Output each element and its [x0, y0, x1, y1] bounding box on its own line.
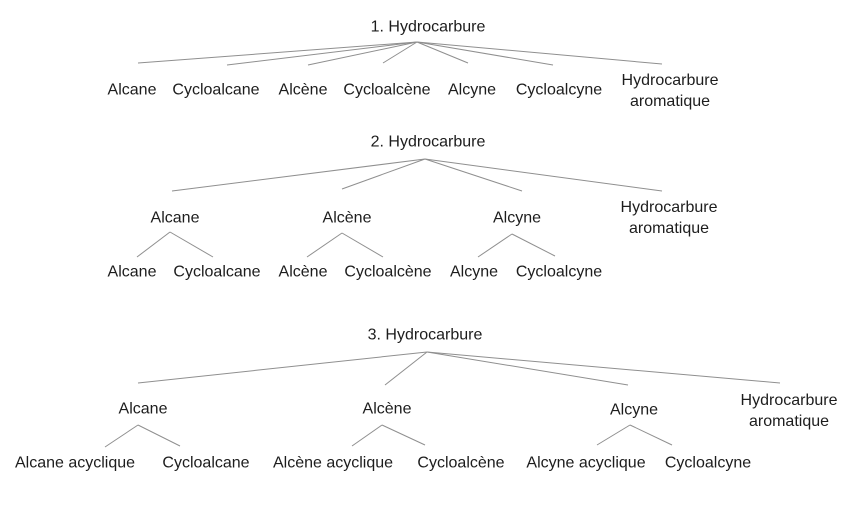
t1-edge-alcene	[307, 41, 418, 66]
tree1-child-cycloalcane: Cycloalcane	[172, 81, 260, 99]
t1-edge-cycloalcene	[382, 41, 418, 64]
t1-edge-alcyne	[416, 41, 469, 64]
t1-edge-aromatique	[416, 41, 663, 65]
tree3-branch-alcyne: Alcyne	[609, 401, 659, 419]
t3-edge-alcane	[137, 351, 428, 384]
tree2-leaf-cycloalcyne: Cycloalcyne	[515, 263, 603, 281]
t3-edge-alcene	[384, 351, 428, 386]
t2-edge-alcyne	[424, 158, 523, 192]
tree3-leaf-cycloalcene: Cycloalcène	[417, 454, 505, 472]
t1-edge-cycloalcane	[226, 41, 418, 66]
tree3-leaf-cycloalcyne: Cycloalcyne	[664, 454, 752, 472]
tree2-leaf-alcane: Alcane	[107, 263, 157, 281]
t2-edge-aromatique	[424, 158, 663, 192]
tree2-leaf-cycloalcane: Cycloalcane	[173, 263, 261, 281]
tree1-child-cycloalcene: Cycloalcène	[343, 81, 431, 99]
t2-subedge-alcane-1	[136, 231, 171, 258]
tree2-branch-alcene: Alcène	[322, 209, 372, 227]
t3-edge-aromatique	[426, 351, 781, 384]
t2-edge-alcane	[171, 158, 426, 192]
tree2-leaf-cycloalcene: Cycloalcène	[344, 263, 432, 281]
tree1-child-alcene: Alcène	[278, 81, 328, 99]
tree1-title: 1. Hydrocarbure	[370, 18, 486, 36]
t2-subedge-alcyne-1	[477, 233, 513, 258]
tree2-branch-alcane: Alcane	[150, 209, 200, 227]
tree1-child-alcyne: Alcyne	[447, 81, 497, 99]
t2-subedge-alcyne-2	[511, 233, 556, 257]
tree2-leaf-alcyne: Alcyne	[449, 263, 499, 281]
tree1-child-cycloalcyne: Cycloalcyne	[515, 81, 603, 99]
tree3-leaf-alcene-acyclique: Alcène acyclique	[272, 454, 394, 472]
t2-subedge-alcene-2	[341, 232, 384, 258]
tree1-child-hydrocarbure-aromatique: Hydrocarbure aromatique	[621, 72, 719, 110]
tree2-title: 2. Hydrocarbure	[370, 133, 486, 151]
t1-edge-cycloalcyne	[416, 41, 554, 66]
t1-edge-alcane	[137, 41, 418, 64]
tree3-branch-alcene: Alcène	[362, 400, 412, 418]
tree3-branch-alcane: Alcane	[118, 400, 168, 418]
t3-edge-alcyne	[426, 351, 629, 386]
t3-subedge-alcyne-2	[629, 424, 673, 446]
tree3-title: 3. Hydrocarbure	[367, 326, 483, 344]
tree3-leaf-alcane-acyclique: Alcane acyclique	[14, 454, 136, 472]
t3-subedge-alcane-1	[104, 424, 139, 448]
t3-subedge-alcene-2	[381, 424, 426, 446]
tree2-branch-alcyne: Alcyne	[492, 209, 542, 227]
tree2-branch-hydrocarbure-aromatique: Hydrocarbure aromatique	[620, 199, 718, 237]
tree2-leaf-alcene: Alcène	[278, 263, 328, 281]
t2-subedge-alcene-1	[306, 232, 343, 258]
t3-subedge-alcene-1	[351, 424, 383, 447]
tree3-branch-hydrocarbure-aromatique: Hydrocarbure aromatique	[740, 392, 838, 430]
t3-subedge-alcyne-1	[596, 424, 631, 446]
t2-subedge-alcane-2	[169, 231, 214, 258]
tree1-child-alcane: Alcane	[107, 81, 157, 99]
tree3-leaf-alcyne-acyclique: Alcyne acyclique	[526, 454, 646, 472]
t3-subedge-alcane-2	[137, 424, 181, 447]
tree3-leaf-cycloalcane: Cycloalcane	[162, 454, 250, 472]
t2-edge-alcene	[341, 158, 426, 190]
